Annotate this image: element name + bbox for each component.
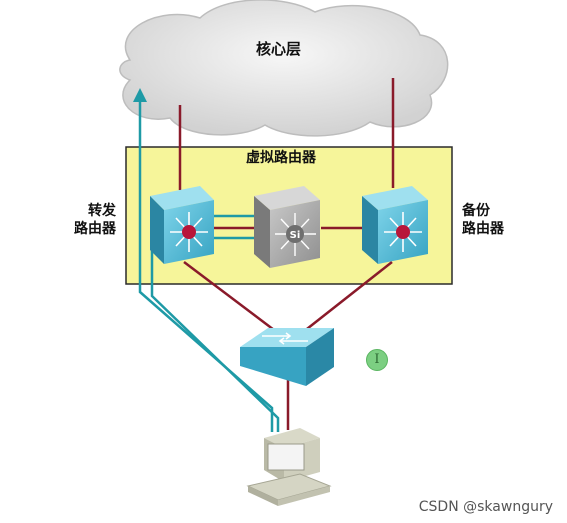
access-switch-icon (240, 328, 334, 386)
arrow-head (133, 88, 147, 102)
router-icon (362, 186, 428, 264)
forwarding-router-label: 转发 路由器 (62, 203, 116, 238)
computer-icon (246, 428, 332, 506)
forwarding-router-label-line1: 转发 (88, 203, 116, 219)
physical-links (178, 78, 395, 430)
backup-router-label: 备份 路由器 (462, 203, 522, 238)
virtual-router-label: 虚拟路由器 (246, 150, 316, 166)
backup-router-label-line2: 路由器 (462, 220, 504, 237)
watermark: CSDN @skawngury (418, 499, 553, 515)
core-layer-label: 核心层 (256, 40, 302, 58)
forwarding-router-label-line2: 路由器 (74, 220, 116, 237)
cursor-icon: I (366, 349, 388, 371)
si-badge-text: Si (290, 230, 301, 241)
cloud-icon (119, 0, 449, 137)
router-icon (150, 186, 214, 264)
backup-router-label-line1: 备份 (462, 203, 490, 219)
si-switch-icon (254, 186, 320, 268)
